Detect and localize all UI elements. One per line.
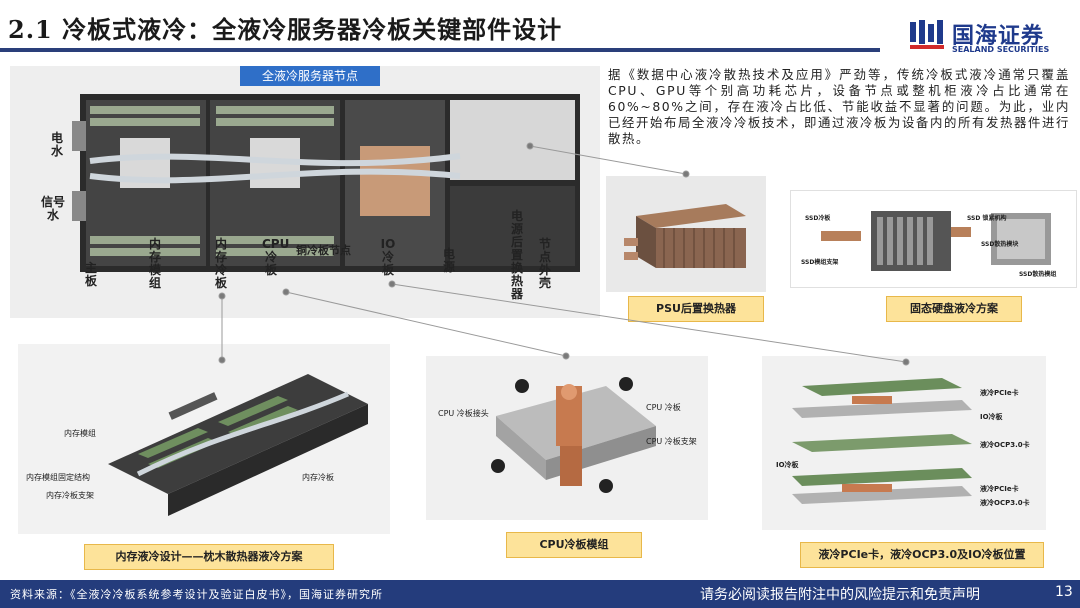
cpu-label-bracket: CPU 冷板支架 xyxy=(646,437,697,446)
io-illustration xyxy=(792,378,972,504)
logo-name-en: SEALAND SECURITIES xyxy=(952,45,1050,54)
io-caption: 液冷PCIe卡，液冷OCP3.0及IO冷板位置 xyxy=(800,542,1044,568)
callout-node-shell: 节 点 外 壳 xyxy=(538,237,551,290)
cpu-label-coldplate: CPU 冷板 xyxy=(646,403,681,412)
server-node-label: 全液冷服务器节点 xyxy=(240,66,380,86)
server-node-illustration xyxy=(72,94,580,272)
psu-illustration xyxy=(624,204,746,268)
psu-exchanger-image xyxy=(606,176,766,292)
footer-source: 资料来源：《全液冷冷板系统参考设计及验证白皮书》，国海证券研究所 xyxy=(10,588,383,601)
io-label-ocp-top: 液冷OCP3.0卡 xyxy=(980,441,1030,449)
memory-cooling-image: 内存模组 内存模组固定结构 内存冷板支架 内存冷板 xyxy=(18,344,390,534)
company-logo: 国海证券 SEALAND SECURITIES xyxy=(910,18,1070,56)
ssd-cooling-image: SSD冷板 SSD 锁紧机构 SSD散热模块 SSD模组支架 SSD散热模组 xyxy=(790,190,1077,288)
cpu-label-connector: CPU 冷板接头 xyxy=(438,409,489,418)
memory-caption: 内存液冷设计——枕木散热器液冷方案 xyxy=(84,544,334,570)
footer-disclaimer: 请务必阅读报告附注中的风险提示和免责声明 xyxy=(700,587,980,603)
callout-cpu-coldplate: CPU 冷 板 xyxy=(262,237,290,277)
callout-io-coldplate: IO 冷 板 xyxy=(380,237,396,277)
footer-bar: 资料来源：《全液冷冷板系统参考设计及验证白皮书》，国海证券研究所 请务必阅读报告… xyxy=(0,580,1080,608)
cpu-coldplate-image: CPU 冷板接头 CPU 冷板 CPU 冷板支架 xyxy=(426,356,708,520)
cpu-illustration xyxy=(491,377,656,493)
logo-mark-icon xyxy=(910,20,944,49)
ssd-caption: 固态硬盘液冷方案 xyxy=(886,296,1022,322)
description-text: 据《数据中心液冷散热技术及应用》严劲等，传统冷板式液冷通常只覆盖CPU、GPU等… xyxy=(608,67,1070,146)
label-electric-water: 电 水 xyxy=(50,131,63,158)
callout-memory-coldplate: 内 存 冷 板 xyxy=(214,237,227,290)
ssd-label-lock: SSD 锁紧机构 xyxy=(967,215,1007,222)
ssd-label-coldplate: SSD冷板 xyxy=(805,215,831,222)
ssd-label-heat-module: SSD散热模块 xyxy=(981,241,1019,248)
callout-mainboard: 主 板 xyxy=(84,261,97,288)
io-label-pcie-bottom: 液冷PCIe卡 xyxy=(980,485,1019,493)
title-underline xyxy=(0,48,880,52)
io-cards-image: 液冷PCIe卡 IO冷板 液冷OCP3.0卡 IO冷板 液冷PCIe卡 液冷OC… xyxy=(762,356,1046,530)
memory-label-fixing: 内存模组固定结构 xyxy=(26,473,90,482)
io-label-io-coldplate-mid: IO冷板 xyxy=(776,461,799,469)
server-node-image: 电 水 信号 水 主 板 内 存 模 组 内 存 冷 板 CPU 冷 板 铜冷板… xyxy=(10,66,600,318)
psu-caption: PSU后置换热器 xyxy=(628,296,764,322)
memory-illustration xyxy=(108,374,368,516)
callout-power: 电 源 xyxy=(442,247,455,274)
memory-label-coldplate: 内存冷板 xyxy=(302,473,334,482)
ssd-label-heat-assembly: SSD散热模组 xyxy=(1019,271,1057,278)
callout-memory-module: 内 存 模 组 xyxy=(148,237,161,290)
callout-copper-node: 铜冷板节点 xyxy=(296,244,351,257)
page-number: 13 xyxy=(1055,584,1073,600)
ssd-illustration xyxy=(821,211,1051,271)
callout-power-rear-exchanger: 电 源 后 置 换 热 器 xyxy=(510,209,523,301)
memory-label-bracket: 内存冷板支架 xyxy=(46,491,94,500)
io-label-io-coldplate-top: IO冷板 xyxy=(980,413,1003,421)
logo-name-cn: 国海证券 xyxy=(952,24,1045,49)
io-label-pcie-top: 液冷PCIe卡 xyxy=(980,389,1019,397)
ssd-label-bracket: SSD模组支架 xyxy=(801,259,839,266)
label-signal-water: 信号 水 xyxy=(40,195,65,222)
page-title: 2.1 冷板式液冷：全液冷服务器冷板关键部件设计 xyxy=(8,15,563,44)
io-label-ocp-bottom: 液冷OCP3.0卡 xyxy=(980,499,1030,507)
memory-label-module: 内存模组 xyxy=(64,429,96,438)
cpu-caption: CPU冷板模组 xyxy=(506,532,642,558)
